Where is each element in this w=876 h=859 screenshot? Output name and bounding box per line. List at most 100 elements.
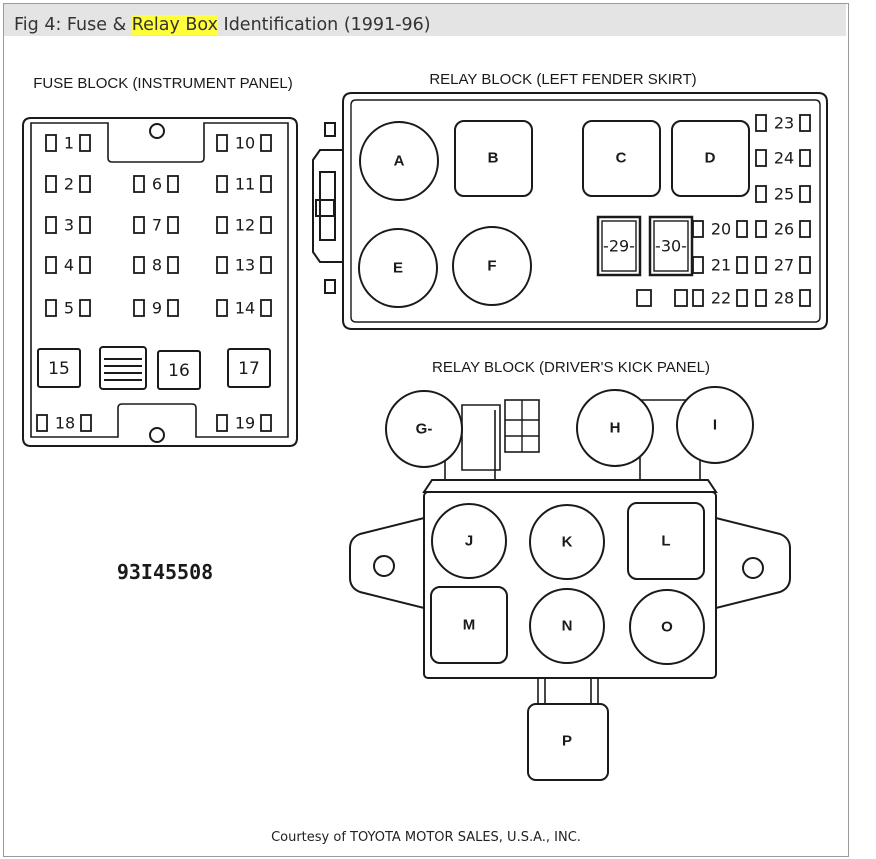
svg-text:18: 18 — [55, 414, 75, 433]
figure-title: Fig 4: Fuse & Relay Box Identification (… — [14, 15, 431, 35]
fuse-24: 24 — [755, 149, 811, 168]
fuse-29: -29- — [596, 215, 642, 277]
svg-text:20: 20 — [711, 220, 731, 239]
mount-hole — [149, 123, 165, 139]
courtesy-caption: Courtesy of TOYOTA MOTOR SALES, U.S.A., … — [271, 830, 581, 845]
fuse-2: 2 — [45, 175, 91, 194]
title-highlight: Relay Box — [131, 15, 218, 35]
fuse-1: 1 — [45, 134, 91, 153]
svg-text:11: 11 — [235, 175, 255, 194]
fuse-3: 3 — [45, 216, 91, 235]
relay-E: E — [358, 228, 438, 308]
fuse-30: -30- — [648, 215, 694, 277]
relay-I: I — [676, 386, 754, 464]
relay-M: M — [430, 586, 508, 664]
fuse-18: 18 — [36, 414, 92, 433]
component-label: A — [394, 153, 405, 170]
svg-text:24: 24 — [774, 149, 794, 168]
svg-text:26: 26 — [774, 220, 794, 239]
svg-text:2: 2 — [64, 175, 74, 194]
svg-text:27: 27 — [774, 256, 794, 275]
left-fender-inner — [350, 99, 821, 323]
component-label: K — [562, 534, 573, 551]
component-label: I — [713, 417, 717, 434]
fuse-8: 8 — [133, 256, 179, 275]
component-label: G- — [416, 421, 433, 438]
fuse-9: 9 — [133, 299, 179, 318]
svg-text:6: 6 — [152, 175, 162, 194]
svg-text:5: 5 — [64, 299, 74, 318]
fuse-27: 27 — [755, 256, 811, 275]
fuse-25: 25 — [755, 185, 811, 204]
component-label: F — [487, 258, 496, 275]
svg-text:25: 25 — [774, 185, 794, 204]
component-label: C — [616, 150, 627, 167]
component-label: L — [661, 533, 670, 550]
part-code: 93I45508 — [117, 560, 213, 584]
left-fender-label: RELAY BLOCK (LEFT FENDER SKIRT) — [429, 71, 696, 88]
spare-terminal — [674, 289, 688, 307]
relay-A: A — [359, 121, 439, 201]
relay-F: F — [452, 226, 532, 306]
svg-text:-29-: -29- — [603, 237, 635, 256]
fuse-puller — [99, 346, 147, 390]
fuse-19: 19 — [216, 414, 272, 433]
relay-H: H — [576, 389, 654, 467]
relay-C: C — [582, 120, 661, 197]
fuse-26: 26 — [755, 220, 811, 239]
component-label: J — [465, 533, 473, 550]
fuse-21: 21 — [692, 256, 748, 275]
component-label: M — [463, 617, 476, 634]
fuse-7: 7 — [133, 216, 179, 235]
fuse-13: 13 — [216, 256, 272, 275]
fuse-block-outline — [22, 117, 298, 447]
component-label: O — [661, 619, 673, 636]
relay-O: O — [629, 589, 705, 665]
svg-text:7: 7 — [152, 216, 162, 235]
fuse-6: 6 — [133, 175, 179, 194]
component-label: N — [562, 618, 573, 635]
relay-G-: G- — [385, 390, 463, 468]
fuse-14: 14 — [216, 299, 272, 318]
svg-text:4: 4 — [64, 256, 74, 275]
fuse-28: 28 — [755, 289, 811, 308]
component-label: H — [610, 420, 621, 437]
svg-text:14: 14 — [235, 299, 255, 318]
fuse-15: 15 — [37, 348, 81, 388]
svg-text:17: 17 — [238, 359, 260, 379]
fuse-block-label: FUSE BLOCK (INSTRUMENT PANEL) — [33, 75, 292, 92]
svg-text:8: 8 — [152, 256, 162, 275]
svg-text:15: 15 — [48, 359, 70, 379]
relay-P: P — [527, 703, 609, 781]
title-bar: Fig 4: Fuse & Relay Box Identification (… — [4, 4, 846, 36]
relay-N: N — [529, 588, 605, 664]
svg-text:10: 10 — [235, 134, 255, 153]
left-fender-outline — [342, 92, 828, 330]
fuse-17: 17 — [227, 348, 271, 388]
fuse-5: 5 — [45, 299, 91, 318]
svg-text:3: 3 — [64, 216, 74, 235]
svg-text:28: 28 — [774, 289, 794, 308]
left-fender-side-connector — [312, 122, 343, 294]
relay-D: D — [671, 120, 750, 197]
fuse-16: 16 — [157, 350, 201, 390]
svg-text:-30-: -30- — [655, 237, 687, 256]
component-label: P — [562, 733, 572, 750]
relay-B: B — [454, 120, 533, 197]
svg-text:22: 22 — [711, 289, 731, 308]
fuse-22: 22 — [692, 289, 748, 308]
relay-L: L — [627, 502, 705, 580]
svg-text:1: 1 — [64, 134, 74, 153]
fuse-12: 12 — [216, 216, 272, 235]
svg-text:19: 19 — [235, 414, 255, 433]
fuse-20: 20 — [692, 220, 748, 239]
fuse-4: 4 — [45, 256, 91, 275]
fuse-23: 23 — [755, 114, 811, 133]
svg-text:12: 12 — [235, 216, 255, 235]
mount-hole — [149, 427, 165, 443]
component-label: E — [393, 260, 403, 277]
fuse-11: 11 — [216, 175, 272, 194]
svg-text:21: 21 — [711, 256, 731, 275]
spare-terminal — [636, 289, 652, 307]
